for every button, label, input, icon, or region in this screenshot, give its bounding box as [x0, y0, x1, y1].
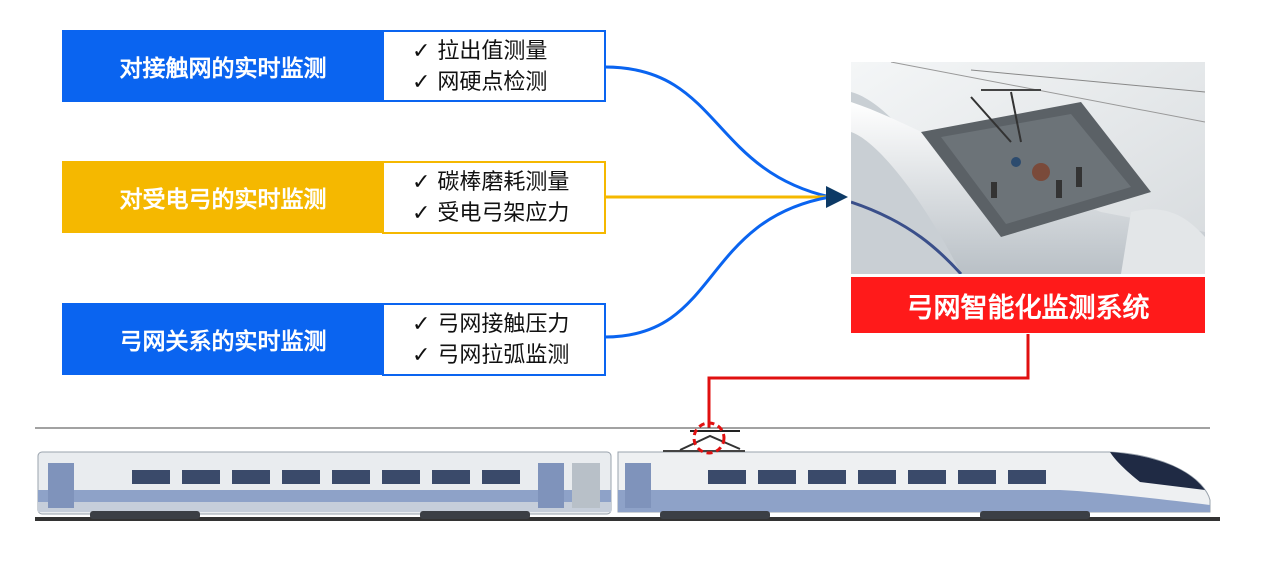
- list-item: ✓ 拉出值测量: [412, 39, 548, 64]
- list-item: ✓ 弓网接触压力: [412, 312, 570, 337]
- system-link-line: [707, 334, 1030, 428]
- train-icon: [37, 451, 1211, 519]
- list-item: ✓ 弓网拉弧监测: [412, 343, 570, 368]
- category-items-contact-network: ✓ 拉出值测量 ✓ 网硬点检测: [382, 30, 606, 102]
- category-items-pantograph: ✓ 碳棒磨耗测量 ✓ 受电弓架应力: [382, 161, 606, 234]
- category-label-contact-network: 对接触网的实时监测: [62, 30, 384, 102]
- connector-curve-top: [604, 65, 831, 199]
- connector-curve-bottom: [604, 195, 831, 339]
- list-item: ✓ 受电弓架应力: [412, 201, 570, 226]
- rail-track: [35, 517, 1220, 521]
- pantograph-icon: [663, 430, 745, 452]
- train-roof-photo: [851, 62, 1205, 274]
- category-label-pantograph: 对受电弓的实时监测: [62, 161, 384, 233]
- system-label: 弓网智能化监测系统: [851, 277, 1205, 333]
- category-label-pantograph-catenary: 弓网关系的实时监测: [62, 303, 384, 375]
- dashed-highlight-circle-icon: [692, 421, 726, 455]
- arrow-head-icon: [826, 186, 848, 208]
- category-items-pantograph-catenary: ✓ 弓网接触压力 ✓ 弓网拉弧监测: [382, 303, 606, 376]
- list-item: ✓ 网硬点检测: [412, 70, 548, 95]
- list-item: ✓ 碳棒磨耗测量: [412, 170, 570, 195]
